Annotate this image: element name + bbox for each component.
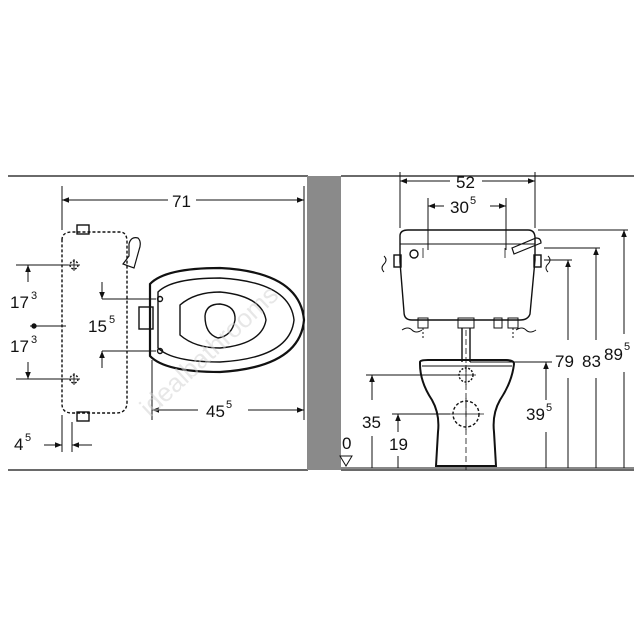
dim-centre: 15 (88, 317, 107, 336)
flush-handle (511, 237, 542, 255)
bowl-front (419, 359, 516, 467)
hinge-bolt-bottom (156, 347, 164, 355)
bowl-water (204, 303, 236, 339)
dim-cistern-holes-sup: 5 (470, 195, 476, 207)
dim-waste-outlet-height: 19 (389, 435, 408, 454)
floor-zero-symbol (339, 455, 353, 467)
dim-bowl-depth: 45 (206, 402, 225, 421)
dim-overall-width: 71 (172, 192, 191, 211)
dim-bowl-depth-sup: 5 (226, 399, 232, 411)
bowl-seat (157, 277, 295, 363)
cistern-button (409, 249, 419, 259)
inlet-left (381, 254, 402, 273)
dim-cistern-mid-height: 83 (582, 352, 601, 371)
dim-upper-fixing: 17 (10, 293, 29, 312)
dim-cistern-width: 52 (456, 173, 475, 192)
dim-floor-zero: 0 (342, 434, 351, 453)
dim-lower-fixing: 17 (10, 337, 29, 356)
plan-dimensions (16, 186, 305, 452)
cistern-bottom-fittings (401, 317, 537, 338)
flush-lever (122, 237, 141, 269)
pan-connector (138, 306, 154, 330)
cistern-outline (61, 231, 128, 414)
dim-centre-sup: 5 (109, 314, 115, 326)
dim-cistern-bottom-height: 79 (555, 352, 574, 371)
dim-cistern-holes: 30 (450, 198, 469, 217)
elevation-labels: 52 30 5 0 35 19 39 5 79 83 89 5 (342, 173, 630, 454)
dim-outlet-height: 39 (526, 405, 545, 424)
bowl-inner (179, 291, 267, 349)
dim-upper-fixing-sup: 3 (31, 290, 37, 302)
right-panel (341, 175, 634, 471)
inlet-right (533, 254, 551, 273)
fixing-point-bottom (68, 373, 80, 385)
dim-bowl-inlet-height: 35 (362, 413, 381, 432)
dim-cistern-top-height: 89 (604, 345, 623, 364)
dim-outlet-height-sup: 5 (546, 402, 552, 414)
plan-view (31, 224, 306, 422)
cistern-front (399, 229, 536, 321)
dim-edge-offset-sup: 5 (25, 432, 31, 444)
hinge-bolt-top (156, 295, 164, 303)
panel-divider (307, 176, 341, 470)
plan-labels: 71 45 5 4 5 17 3 15 5 17 3 (10, 192, 232, 454)
watermark: idealbathrooms (134, 279, 284, 422)
floor (339, 455, 634, 469)
cistern-cap-top (76, 224, 90, 235)
elevation-dimensions (366, 172, 628, 468)
cistern-cap-bottom (76, 411, 90, 422)
front-view (381, 229, 551, 470)
fixing-point-top (68, 259, 80, 271)
dim-lower-fixing-sup: 3 (31, 334, 37, 346)
left-panel (8, 175, 308, 471)
dim-edge-offset: 4 (14, 435, 23, 454)
dim-cistern-top-height-sup: 5 (624, 341, 630, 353)
